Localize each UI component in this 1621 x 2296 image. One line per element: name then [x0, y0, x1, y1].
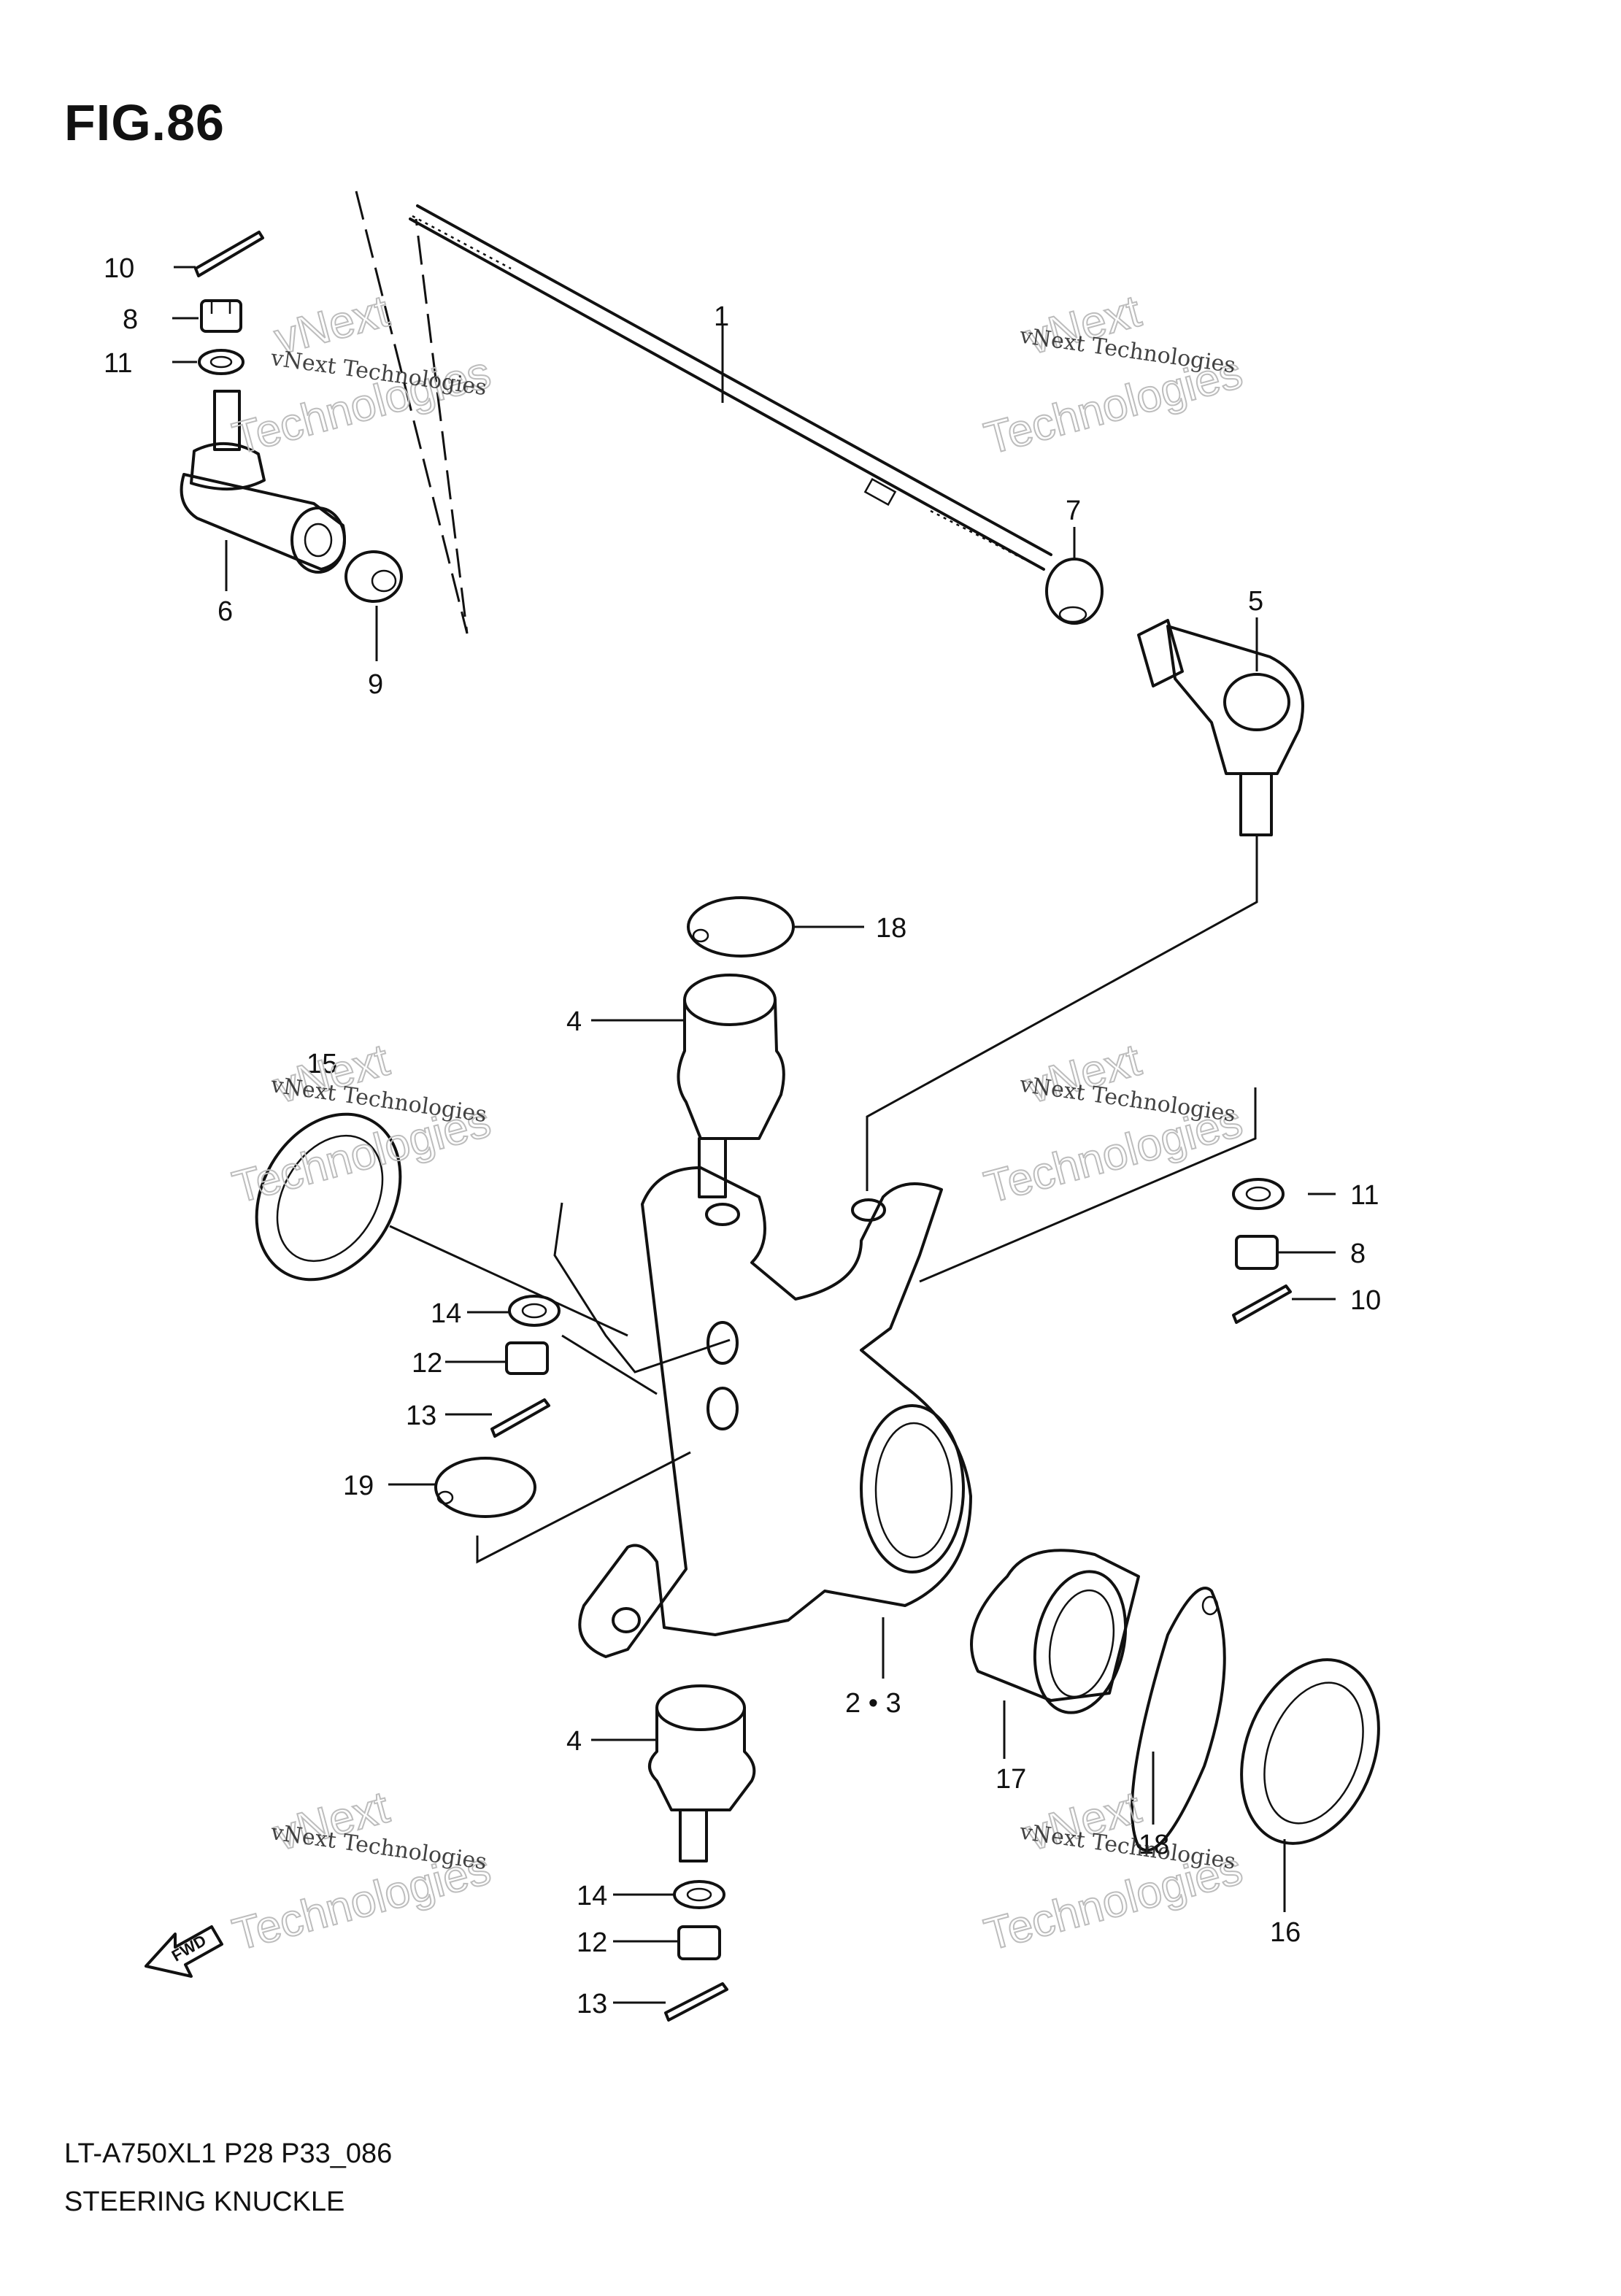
snap-ring-lower-left	[434, 1457, 536, 1518]
callout-10-right: 10	[1350, 1285, 1381, 1316]
guide-line-seal	[389, 1225, 628, 1337]
ball-joint-lower	[648, 1684, 756, 1862]
castle-nut-middle-right	[1235, 1235, 1279, 1270]
watermark-upper-left: vNext Technologies vNext Technologies	[227, 285, 496, 465]
callout-19: 19	[343, 1471, 374, 1501]
callout-13-middle: 13	[406, 1401, 436, 1431]
washer-middle-right	[1232, 1178, 1285, 1210]
cotter-pin-middle-left	[490, 1398, 550, 1438]
castle-nut-upper-left	[200, 299, 242, 333]
guide-line-knuckle-lower	[476, 1451, 691, 1564]
steering-knuckle	[578, 1166, 972, 1658]
figure-title: FIG.86	[64, 94, 225, 151]
oil-seal-left	[255, 1112, 402, 1282]
guide-line-right-end	[866, 835, 1258, 1191]
washer-middle-left	[508, 1295, 561, 1327]
ball-joint-upper	[677, 974, 785, 1198]
callout-14-bottom: 14	[577, 1881, 607, 1911]
callout-14-middle: 14	[431, 1298, 461, 1329]
callout-1: 1	[714, 301, 729, 332]
wheel-bearing	[970, 1549, 1140, 1714]
watermark-lower-left: vNext Technologies vNext Technologies	[227, 1781, 496, 1961]
leader-lines	[172, 266, 1336, 2004]
callout-18-lower: 18	[1139, 1830, 1169, 1860]
watermark-middle-left: vNext Technologies vNext Technologies	[227, 1034, 496, 1214]
washer-upper-left	[198, 349, 245, 375]
tie-rod	[409, 204, 1052, 571]
guide-line-washer	[561, 1334, 658, 1395]
watermark-lower-right: vNext Technologies vNext Technologies	[979, 1781, 1248, 1961]
callout-5: 5	[1248, 586, 1263, 617]
callout-6: 6	[217, 596, 233, 627]
tie-rod-end-right	[1137, 619, 1304, 836]
model-code: LT-A750XL1 P28 P33_086	[64, 2138, 393, 2169]
lock-nut-left	[344, 550, 403, 603]
cotter-pin-bottom	[664, 1982, 728, 2022]
oil-seal-right	[1240, 1658, 1380, 1845]
snap-ring-wheel	[1131, 1587, 1226, 1852]
callout-11-right: 11	[1350, 1180, 1379, 1211]
guide-line-knuckle-upper	[553, 1202, 731, 1374]
callout-8-left: 8	[123, 304, 138, 335]
callout-17: 17	[996, 1764, 1026, 1795]
watermark-upper-right: vNext Technologies vNext Technologies	[979, 285, 1248, 465]
washer-bottom	[673, 1880, 725, 1909]
castle-nut-bottom	[677, 1925, 721, 1960]
lock-nut-right	[1045, 558, 1104, 625]
forward-arrow-icon: FWD	[145, 1925, 223, 1978]
callout-10-left: 10	[104, 253, 134, 284]
callout-11-left: 11	[104, 348, 132, 379]
diagram-name: STEERING KNUCKLE	[64, 2187, 345, 2217]
callout-15: 15	[307, 1049, 337, 1079]
cotter-pin-upper-left	[194, 231, 264, 277]
callout-2-3: 2 • 3	[845, 1688, 901, 1719]
callout-7: 7	[1066, 496, 1081, 526]
callout-12-middle: 12	[412, 1348, 442, 1379]
cotter-pin-middle-right	[1232, 1284, 1292, 1324]
guide-line-middle-right	[919, 1087, 1257, 1283]
callout-4-upper: 4	[566, 1006, 582, 1037]
watermark-middle-right: vNext Technologies vNext Technologies	[979, 1034, 1248, 1214]
callout-16: 16	[1270, 1917, 1301, 1948]
callout-8-right: 8	[1350, 1238, 1366, 1269]
callout-18-upper: 18	[876, 913, 906, 944]
callout-13-bottom: 13	[577, 1989, 607, 2019]
callout-4-lower: 4	[566, 1726, 582, 1757]
tie-rod-end-left	[180, 390, 346, 574]
callout-9: 9	[368, 669, 383, 700]
castle-nut-middle-left	[505, 1341, 549, 1375]
callout-12-bottom: 12	[577, 1927, 607, 1958]
assembly-guide-upper	[355, 190, 469, 634]
snap-ring-upper	[687, 896, 795, 958]
